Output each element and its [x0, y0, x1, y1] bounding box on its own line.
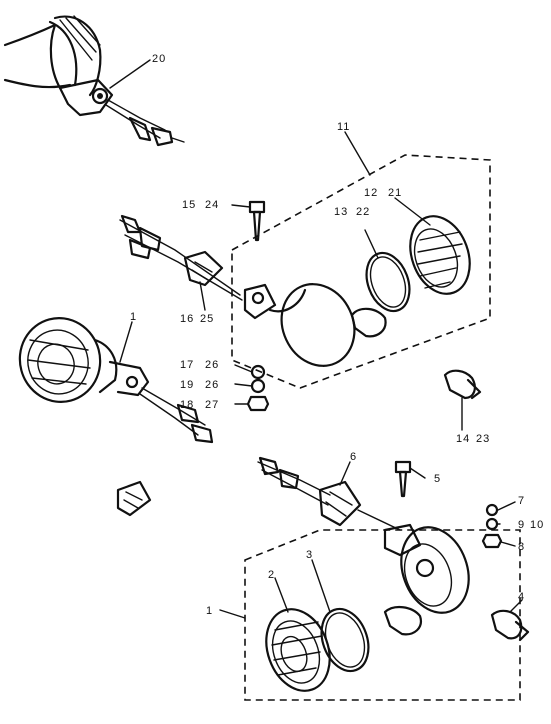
bulb-lower: [383, 606, 422, 636]
label-9: 9: [518, 519, 525, 531]
label-10: 10: [530, 519, 544, 531]
label-1-upper: 1: [130, 311, 137, 323]
label-8: 8: [518, 541, 525, 553]
spare-bulb-upper: [443, 369, 482, 400]
label-2: 2: [268, 569, 275, 581]
front-turn-signal-left: [18, 317, 214, 444]
label-1-lower: 1: [206, 605, 213, 617]
front-turn-signal-lower-assembly: [244, 456, 521, 701]
label-20: 20: [152, 53, 166, 65]
label-16: 16: [180, 313, 194, 325]
part-labels: 20 11 12 21 13 22 15 24 16 25 1 17 26 19…: [130, 53, 544, 617]
screw: [248, 200, 266, 214]
label-19: 19: [180, 379, 194, 391]
washer-lower: [485, 503, 499, 517]
spring-washer-lower: [485, 517, 499, 531]
label-21: 21: [388, 187, 402, 199]
signal-housing: [280, 283, 356, 367]
label-6: 6: [350, 451, 357, 463]
wire-grommet: [183, 250, 224, 287]
grommet: [116, 480, 152, 517]
label-3: 3: [306, 549, 313, 561]
label-26-b: 26: [205, 379, 219, 391]
label-24: 24: [205, 199, 219, 211]
label-15: 15: [182, 199, 196, 211]
label-23: 23: [476, 433, 490, 445]
label-13: 13: [334, 206, 348, 218]
label-11: 11: [337, 121, 350, 133]
label-17: 17: [180, 359, 194, 371]
spring-washer: [250, 378, 266, 394]
lens-gasket: [365, 251, 411, 313]
label-7: 7: [518, 495, 525, 507]
signal-lens: [409, 215, 471, 295]
label-14: 14: [456, 433, 470, 445]
label-12: 12: [364, 187, 378, 199]
bulb: [350, 307, 387, 338]
nut-lower: [481, 533, 503, 549]
lens-gasket-lower: [320, 607, 370, 673]
label-26-a: 26: [205, 359, 219, 371]
sub-assembly-boundary-lower: [244, 529, 521, 701]
screw-lower: [394, 460, 412, 474]
sub-assembly-boundary: [231, 154, 491, 389]
front-turn-signal-upper-assembly: [119, 154, 491, 412]
label-18: 18: [180, 399, 194, 411]
label-4: 4: [518, 591, 525, 603]
signal-lens-lower: [265, 608, 331, 692]
leader-lines: [109, 59, 523, 619]
label-22: 22: [356, 206, 370, 218]
signal-housing-lower: [400, 526, 470, 614]
spare-bulb-lower: [490, 609, 530, 642]
label-5: 5: [434, 473, 441, 485]
label-27: 27: [205, 399, 219, 411]
label-25: 25: [200, 313, 214, 325]
rear-turn-signal-assembly: [3, 15, 185, 147]
nut: [246, 395, 270, 412]
